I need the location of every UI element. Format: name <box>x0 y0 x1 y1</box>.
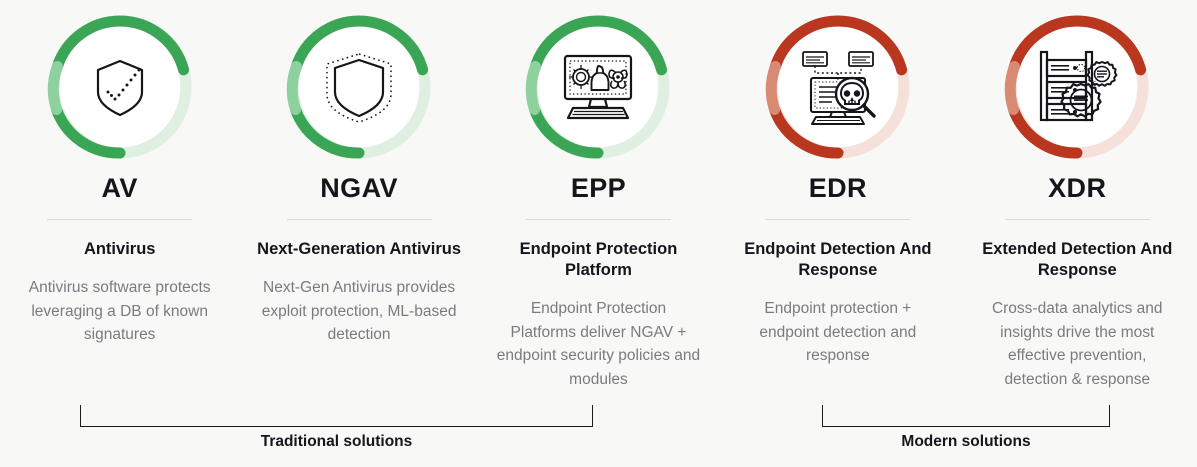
bracket-traditional <box>80 405 593 427</box>
stage-full-name: Extended Detection And Response <box>982 240 1173 280</box>
progress-ring-edr <box>764 13 912 161</box>
shield-check-dotted-icon <box>96 59 143 117</box>
stage-full-name: Antivirus <box>83 240 156 258</box>
progress-ring-epp <box>524 13 672 161</box>
server-rack-gears-icon <box>1040 50 1118 122</box>
stage-full-name: Next-Generation Antivirus <box>257 240 461 258</box>
stage-divider <box>286 219 432 220</box>
stage-card-av[interactable]: AV Antivirus Antivirus software protects… <box>0 0 239 400</box>
stage-acronym: XDR <box>1048 173 1107 203</box>
stage-description: Endpoint protection + endpoint detection… <box>759 300 917 365</box>
icon-plate-av <box>59 27 180 147</box>
icon-plate-xdr <box>1017 27 1138 147</box>
ring-arcs-edr <box>765 15 910 159</box>
stage-acronym: NGAV <box>320 173 398 203</box>
ring-arcs-ngav <box>286 15 431 159</box>
stage-description: Next-Gen Antivirus provides exploit prot… <box>261 279 457 344</box>
gear-large <box>1060 82 1102 118</box>
stage-divider <box>47 219 193 220</box>
progress-ring-av <box>46 13 194 161</box>
progress-ring-ngav <box>285 13 433 161</box>
stage-card-xdr[interactable]: XDR Extended Detection And Response Cros… <box>958 0 1197 400</box>
stage-card-epp[interactable]: EPP Endpoint Protection Platform Endpoin… <box>479 0 718 400</box>
stage-acronym: EPP <box>570 173 627 203</box>
stage-divider <box>765 219 911 220</box>
desktop-magnifier-skull-icon <box>801 51 876 125</box>
stage-divider <box>1004 219 1150 220</box>
stage-card-edr[interactable]: EDR Endpoint Detection And Response Endp… <box>718 0 957 400</box>
bracket-label-modern: Modern solutions <box>901 433 1031 450</box>
ring-arcs-epp <box>526 15 670 159</box>
stage-acronym: EDR <box>808 173 867 203</box>
gear-small <box>1086 61 1118 87</box>
stage-description: Antivirus software protects leveraging a… <box>28 279 211 344</box>
icon-plate-ngav <box>299 27 420 147</box>
ring-arcs-xdr <box>1005 15 1149 159</box>
stage-full-name: Endpoint Protection Platform <box>519 240 678 280</box>
stage-columns: AV Antivirus Antivirus software protects… <box>0 0 1197 400</box>
stage-acronym: AV <box>101 173 138 203</box>
stage-description: Endpoint Protection Platforms deliver NG… <box>496 300 701 388</box>
stage-description: Cross-data analytics and insights drive … <box>991 300 1163 388</box>
stage-full-name: Endpoint Detection And Response <box>744 240 932 280</box>
shield-dotted-border-icon <box>326 53 392 123</box>
desktop-threats-icon <box>564 54 633 120</box>
stage-divider <box>525 219 671 220</box>
ring-arcs-av <box>47 15 192 159</box>
bracket-label-traditional: Traditional solutions <box>260 433 413 450</box>
bracket-modern <box>822 405 1110 427</box>
stage-card-ngav[interactable]: NGAV Next-Generation Antivirus Next-Gen … <box>239 0 478 400</box>
progress-ring-xdr <box>1003 13 1151 161</box>
icon-plate-epp <box>538 27 659 147</box>
icon-plate-edr <box>777 27 898 147</box>
